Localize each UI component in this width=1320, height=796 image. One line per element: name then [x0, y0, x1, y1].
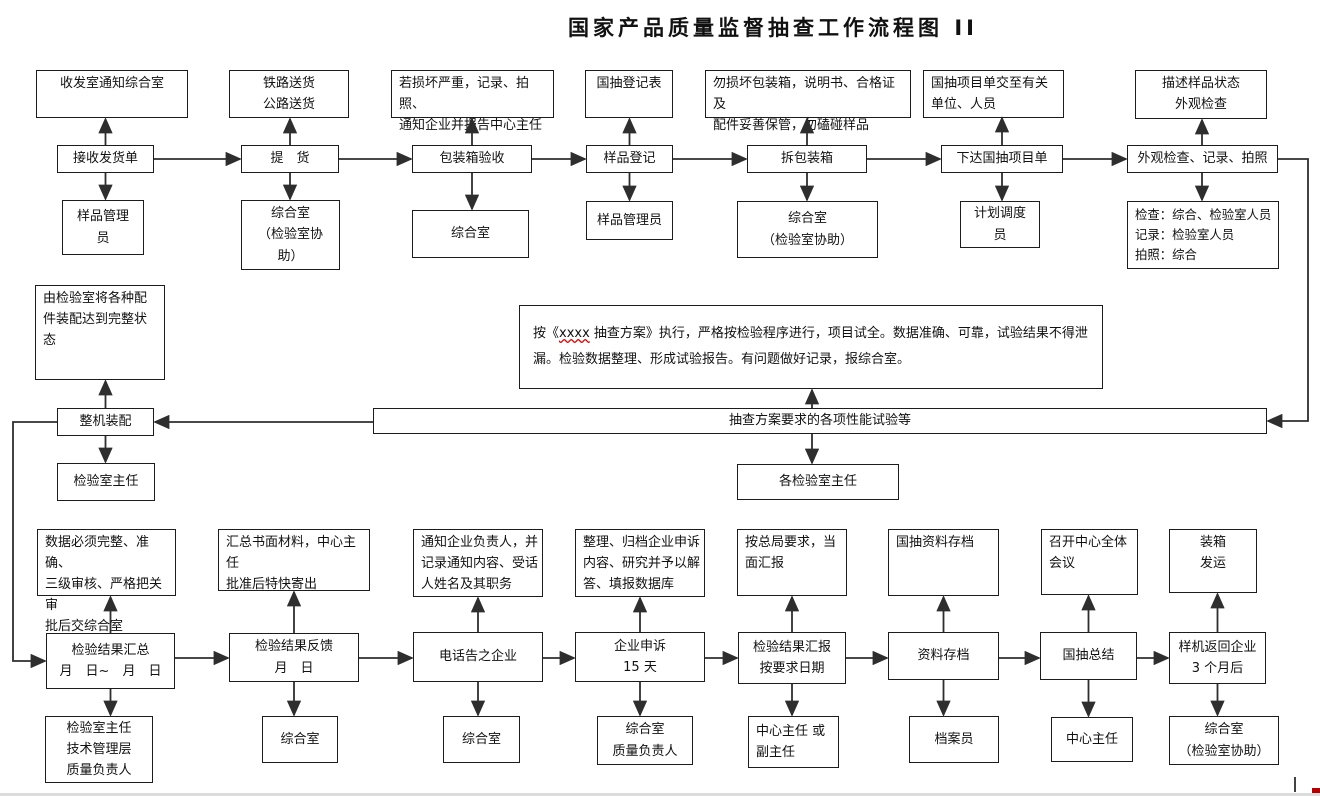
note-damage-severe: 若损坏严重，记录、拍照、 通知企业并报告中心主任	[391, 70, 554, 133]
step-machine-assembly: 整机装配	[57, 408, 154, 436]
plan-text-suffix: 抽查方案》执行，严格按检验程序进行，项目试全。数据准确、可靠，试验结果不得泄漏。…	[533, 326, 1088, 367]
role-archivist: 档案员	[909, 716, 999, 763]
note-sampling-plan-execution: 按《xxxx 抽查方案》执行，严格按检验程序进行，项目试全。数据准确、可靠，试验…	[519, 305, 1103, 389]
note-national-sampling-archive: 国抽资料存档	[888, 529, 999, 596]
note-do-not-damage-box: 勿损坏包装箱，说明书、合格证及 配件妥善保管，勿磕碰样品	[705, 70, 911, 133]
role-plan-scheduler: 计划调度 员	[960, 201, 1040, 248]
role-general-office-lab-assist-3: 综合室 （检验室协助）	[1169, 716, 1279, 765]
plan-text-prefix: 按《	[533, 326, 560, 341]
role-general-office-quality: 综合室 质量负责人	[597, 716, 693, 765]
page-title: 国家产品质量监督抽查工作流程图 II	[568, 16, 978, 40]
page-bottom-edge	[0, 793, 1320, 796]
note-notify-enterprise: 通知企业负责人，并 记录通知内容、受话 人姓名及其职务	[413, 529, 543, 597]
role-center-director: 中心主任	[1051, 717, 1133, 762]
step-performance-tests: 抽查方案要求的各项性能试验等	[373, 408, 1267, 434]
role-general-office-4: 综合室	[443, 716, 520, 763]
step-sample-registration: 样品登记	[586, 145, 673, 173]
note-describe-sample-state: 描述样品状态 外观检查	[1135, 70, 1267, 119]
note-mail-materials: 汇总书面材料，中心主任 批准后特快寄出	[218, 529, 370, 592]
note-mailroom-notify: 收发室通知综合室	[36, 70, 188, 118]
role-general-office-3: 综合室	[262, 716, 338, 763]
note-report-to-admin: 按总局要求，当 面汇报	[737, 529, 847, 596]
red-corner-artifact	[1312, 788, 1320, 793]
note-assemble-to-complete: 由检验室将各种配 件装配达到完整状 态	[35, 285, 165, 380]
note-data-complete: 数据必须完整、准确、 三级审核、严格把关审 批后交综合室	[37, 529, 176, 634]
role-each-lab-director: 各检验室主任	[737, 464, 899, 500]
role-sample-manager: 样品管理 员	[62, 200, 144, 255]
note-archive-appeals: 整理、归档企业申诉 内容、研究并予以解 答、填报数据库	[575, 529, 705, 597]
step-receive-shipping-note: 接收发货单	[57, 145, 154, 173]
role-center-director-or-deputy: 中心主任 或 副主任	[748, 716, 839, 768]
role-general-office: 综合室	[412, 210, 529, 258]
step-return-sample: 样机返回企业 3 个月后	[1169, 632, 1266, 684]
step-archive-materials: 资料存档	[888, 632, 999, 680]
step-results-summary: 检验结果汇总 月 日~ 月 日	[46, 633, 175, 689]
step-results-report: 检验结果汇报 按要求日期	[738, 632, 846, 684]
role-sample-manager-2: 样品管理员	[586, 201, 673, 240]
connector-line	[1266, 158, 1309, 429]
step-unpack-box: 拆包装箱	[747, 145, 867, 173]
step-phone-enterprise: 电话告之企业	[413, 632, 543, 682]
step-appearance-inspection: 外观检查、记录、拍照	[1127, 145, 1278, 173]
role-lab-director-tech-quality: 检验室主任 技术管理层 质量负责人	[45, 716, 153, 783]
role-inspection-assignments: 检查：综合、检验室人员 记录：检验室人员 拍照：综合	[1127, 201, 1279, 269]
note-registration-form: 国抽登记表	[585, 70, 673, 118]
step-enterprise-appeal: 企业申诉 15 天	[575, 632, 705, 682]
step-issue-project-sheet: 下达国抽项目单	[941, 145, 1063, 173]
note-rail-road-delivery: 铁路送货 公路送货	[229, 70, 349, 118]
step-national-sampling-summary: 国抽总结	[1040, 632, 1137, 680]
step-results-feedback: 检验结果反馈 月 日	[229, 633, 359, 682]
note-center-meeting: 召开中心全体 会议	[1041, 529, 1138, 595]
note-pack-ship: 装箱 发运	[1169, 529, 1257, 593]
role-lab-director: 检验室主任	[57, 463, 155, 501]
step-packing-box-acceptance: 包装箱验收	[412, 145, 532, 173]
role-general-office-lab-assist: 综合室 （检验室协 助）	[241, 200, 340, 270]
note-project-sheet-delivery: 国抽项目单交至有关 单位、人员	[923, 70, 1064, 118]
plan-name-placeholder: xxxx	[559, 326, 590, 341]
step-pickup-goods: 提 货	[241, 145, 339, 173]
role-general-office-lab-assist-2: 综合室 （检验室协助）	[737, 201, 878, 258]
